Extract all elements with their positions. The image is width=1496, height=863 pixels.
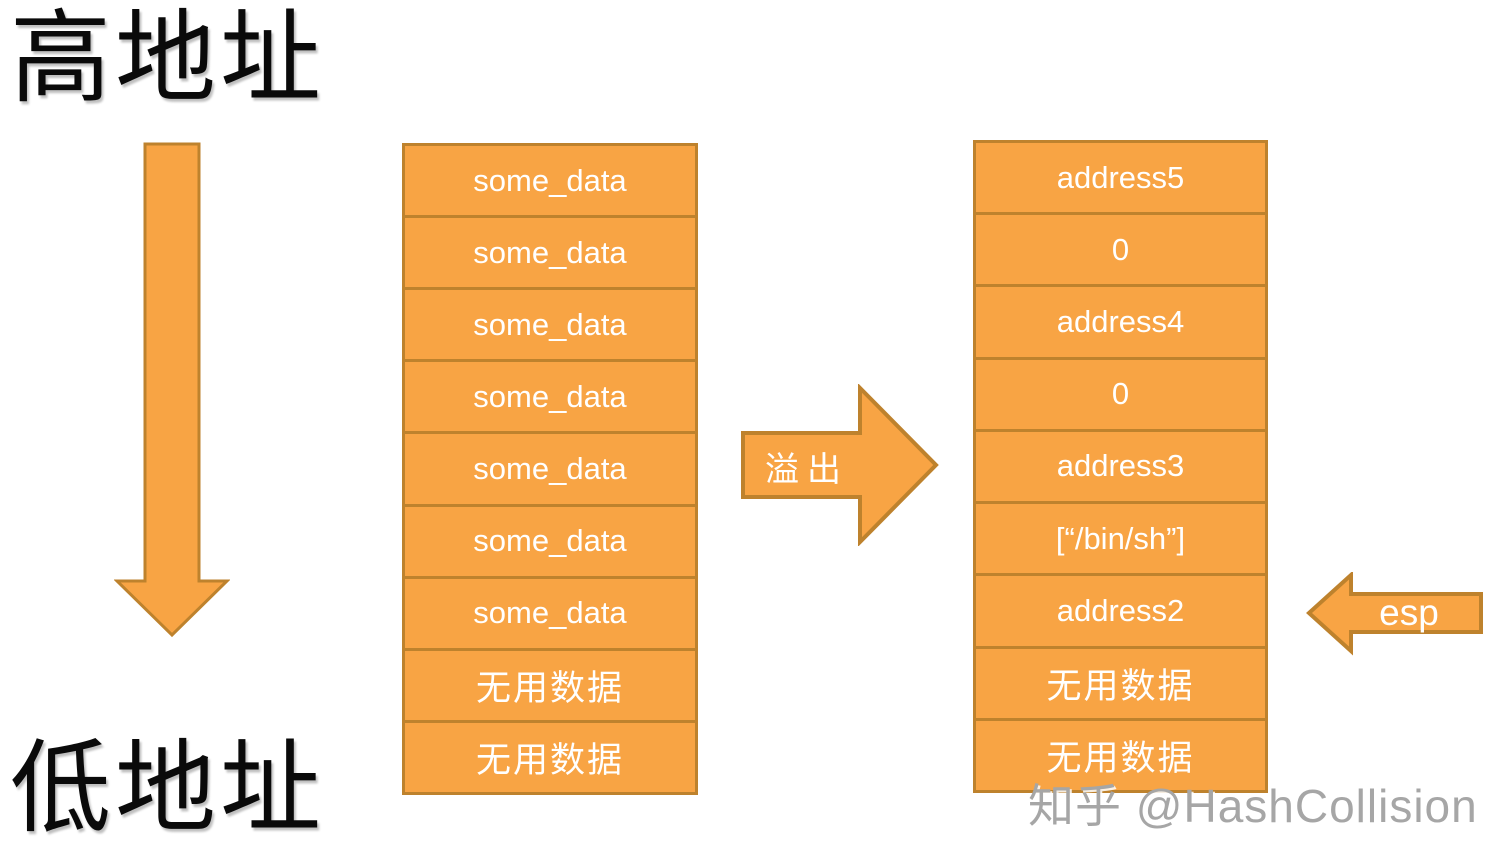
stack-cell: 0 — [973, 356, 1268, 432]
down-arrow-icon — [114, 142, 230, 638]
esp-arrow-label: esp — [1379, 592, 1439, 633]
stack-cell: some_data — [402, 575, 698, 651]
low-address-label: 低地址 — [10, 733, 326, 845]
stack-cell: address4 — [973, 284, 1268, 360]
stack-cell: 无用数据 — [973, 717, 1268, 793]
stack-cell: address3 — [973, 428, 1268, 505]
stack-cell: address5 — [973, 140, 1268, 216]
high-address-label: 高地址 — [10, 3, 326, 115]
stack-cell: some_data — [402, 431, 698, 507]
stack-cell: some_data — [402, 215, 698, 291]
stack-cell: address2 — [973, 573, 1268, 649]
stack-cell: 无用数据 — [402, 647, 698, 723]
stack-cell: 0 — [973, 212, 1268, 288]
stack-cell: [“/bin/sh”] — [973, 501, 1268, 577]
watermark: 知乎 @HashCollision — [1028, 780, 1478, 832]
overflow-arrow-label: 溢出 — [765, 451, 849, 489]
stack-cell: some_data — [402, 143, 698, 219]
stack-before-overflow: some_data some_data some_data some_data … — [402, 143, 698, 795]
overflow-arrow-icon — [741, 384, 939, 546]
stack-cell: some_data — [402, 359, 698, 435]
esp-arrow-icon — [1306, 572, 1483, 656]
stack-cell: 无用数据 — [402, 719, 698, 795]
stack-cell: some_data — [402, 287, 698, 363]
stack-cell: some_data — [402, 503, 698, 579]
stack-after-overflow: address5 0 address4 0 address3 [“/bin/sh… — [973, 140, 1268, 793]
stack-cell: 无用数据 — [973, 645, 1268, 721]
